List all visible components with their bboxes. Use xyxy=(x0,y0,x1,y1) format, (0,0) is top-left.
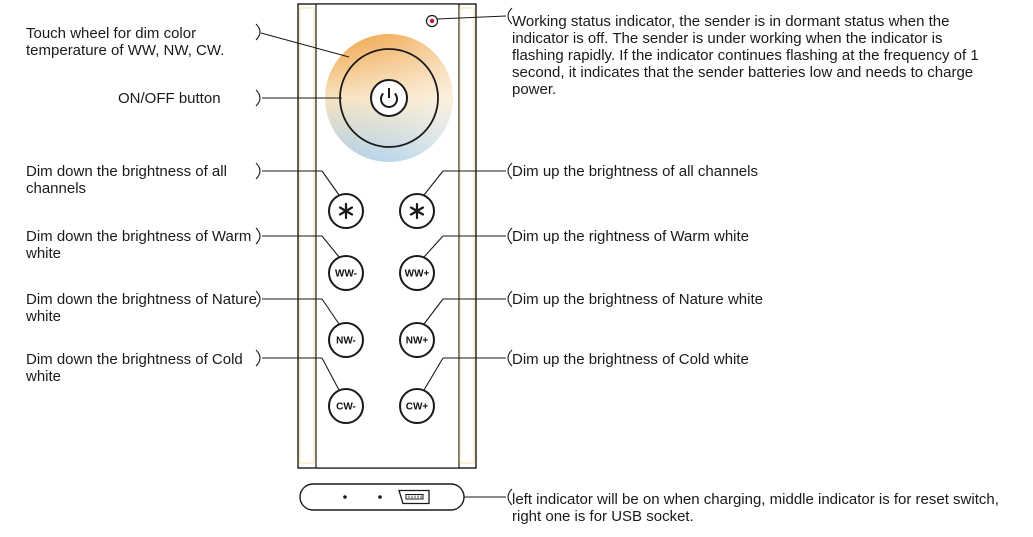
dim-down-all-button[interactable] xyxy=(328,193,364,229)
dim-up-ww-label: Dim up the rightness of Warm white xyxy=(512,228,750,245)
dim-down-ww-label: Dim down the brightness of Warm white xyxy=(26,228,252,262)
dim-up-cw-label: Dim up the brightness of Cold white xyxy=(512,351,749,368)
reset-switch[interactable] xyxy=(378,495,382,499)
ww-minus-button[interactable]: WW- xyxy=(328,255,364,291)
nw-plus-label: NW+ xyxy=(406,336,429,347)
leader-lines xyxy=(255,7,513,506)
nw-minus-label: NW- xyxy=(336,336,356,347)
power-icon xyxy=(380,88,398,108)
ww-plus-button[interactable]: WW+ xyxy=(399,255,435,291)
touch-wheel-label: Touch wheel for dim color temperature of… xyxy=(26,25,225,59)
cw-plus-label: CW+ xyxy=(406,402,429,413)
on-off-label: ON/OFF button xyxy=(118,90,221,107)
bottom-ports xyxy=(299,483,465,511)
dim-down-nw-label: Dim down the brightness of Nature white xyxy=(26,291,257,325)
dim-up-nw-label: Dim up the brightness of Nature white xyxy=(512,291,763,308)
usb-port-icon[interactable] xyxy=(398,489,430,505)
dim-down-cw-label: Dim down the brightness of Cold white xyxy=(26,351,243,385)
power-button[interactable] xyxy=(370,79,408,117)
ww-plus-label: WW+ xyxy=(405,269,430,280)
charge-indicator xyxy=(343,495,347,499)
dim-up-all-label: Dim up the brightness of all channels xyxy=(512,163,758,180)
cw-plus-button[interactable]: CW+ xyxy=(399,388,435,424)
asterisk-icon xyxy=(409,202,425,220)
nw-minus-button[interactable]: NW- xyxy=(328,322,364,358)
bottom-ports-label: left indicator will be on when charging,… xyxy=(512,491,999,525)
ww-minus-label: WW- xyxy=(335,269,357,280)
cw-minus-button[interactable]: CW- xyxy=(328,388,364,424)
asterisk-icon xyxy=(338,202,354,220)
dim-up-all-button[interactable] xyxy=(399,193,435,229)
dim-down-all-label: Dim down the brightness of all channels xyxy=(26,163,227,197)
status-indicator-label: Working status indicator, the sender is … xyxy=(512,13,979,98)
cw-minus-label: CW- xyxy=(336,402,356,413)
nw-plus-button[interactable]: NW+ xyxy=(399,322,435,358)
led-indicator-icon xyxy=(425,14,439,28)
